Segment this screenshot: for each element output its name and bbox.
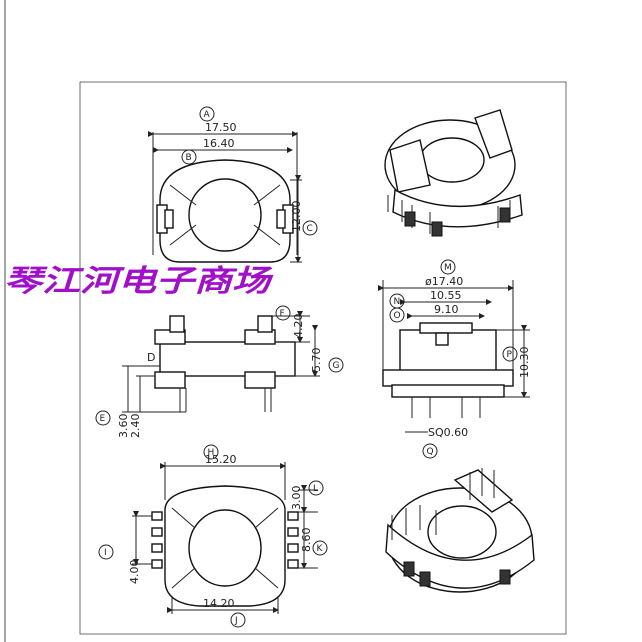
isometric-view-bottom — [385, 468, 535, 593]
dim-front-diameter: ø17.40 — [425, 275, 463, 288]
marker-p: P — [507, 350, 513, 360]
dim-top-width-outer: 17.50 — [205, 121, 237, 134]
dim-bottom-width-top: 15.20 — [205, 453, 237, 466]
bottom-view: 15.20 14.20 H J 4.00 I 3.00 8.60 L K — [98, 444, 328, 628]
marker-n: N — [394, 297, 401, 307]
dim-front-height: 10.30 — [518, 347, 531, 379]
dim-front-inner-a: 10.55 — [430, 289, 462, 302]
marker-k: K — [317, 544, 324, 554]
top-view: 17.50 16.40 12.00 A B C — [148, 106, 318, 263]
dim-bottom-right-a: 3.00 — [290, 486, 303, 511]
dim-side-pin-b: 2.40 — [129, 414, 142, 439]
marker-h: H — [208, 448, 215, 458]
watermark-text: 琴江河电子商场 — [4, 264, 274, 299]
drawing-frame — [79, 81, 567, 635]
marker-j: J — [234, 616, 238, 626]
dim-top-width-inner: 16.40 — [203, 137, 235, 150]
dim-bottom-right-b: 8.60 — [300, 528, 313, 553]
marker-q: Q — [427, 447, 434, 457]
marker-o: O — [394, 311, 401, 321]
marker-e: E — [100, 414, 106, 424]
marker-c: C — [307, 224, 313, 234]
dim-side-height: 5.70 — [310, 348, 323, 373]
dim-front-pin: SQ0.60 — [428, 426, 468, 439]
marker-i: I — [104, 548, 107, 558]
dim-bottom-width-bottom: 14.20 — [203, 597, 235, 610]
side-label-d: D — [147, 351, 155, 364]
marker-l: L — [313, 484, 318, 494]
dim-bottom-pin-pitch: 4.00 — [128, 560, 141, 585]
dim-front-inner-b: 9.10 — [434, 303, 459, 316]
marker-m: M — [444, 263, 452, 273]
isometric-view-top — [384, 109, 523, 237]
front-view: ø17.40 10.55 9.10 10.30 SQ0.60 M N O P Q — [378, 259, 531, 459]
side-view: D 3.60 2.40 E 4.20 5.70 F G — [95, 305, 344, 439]
marker-f: F — [280, 309, 285, 319]
marker-a: A — [204, 110, 211, 120]
marker-b: B — [186, 153, 192, 163]
marker-g: G — [333, 361, 340, 371]
dim-side-pin-a: 3.60 — [117, 414, 130, 439]
dim-top-height: 12.00 — [290, 201, 303, 233]
dim-side-top: 4.20 — [292, 314, 305, 339]
bottom-view-hole — [188, 509, 262, 587]
top-view-hole — [188, 178, 262, 252]
